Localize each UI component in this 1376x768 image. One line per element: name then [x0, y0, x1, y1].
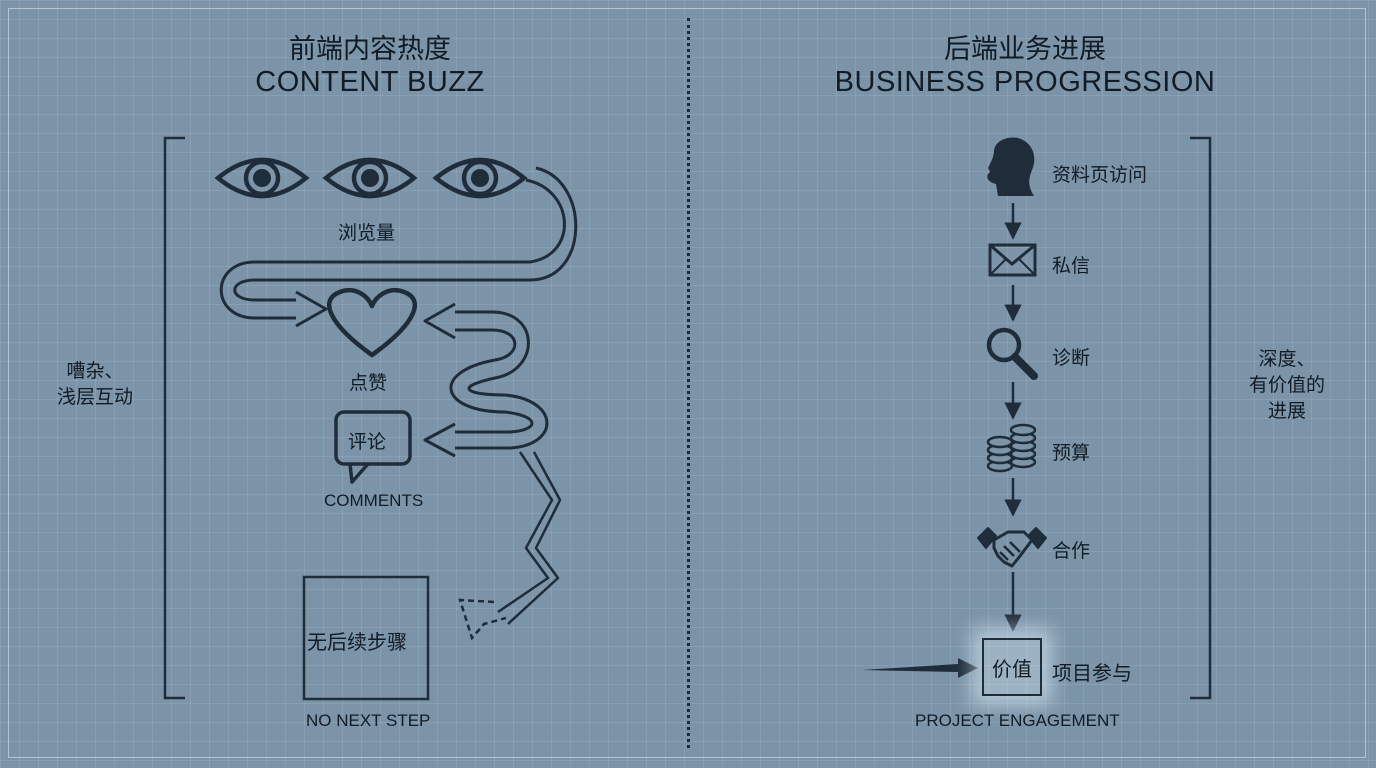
broken-arrow: [497, 451, 562, 625]
value-box: 价值: [982, 638, 1042, 696]
right-side-note-line: 有价值的: [1248, 374, 1325, 396]
step-label-profile-visit: 资料页访问: [1052, 164, 1148, 186]
left-bracket: [163, 136, 185, 700]
left-title-en: CONTENT BUZZ: [255, 66, 485, 98]
step-label-private-message: 私信: [1052, 255, 1091, 277]
right-side-note-line: 深度、: [1258, 348, 1316, 370]
right-title: 后端业务进展 BUSINESS PROGRESSION: [800, 34, 1250, 98]
views-label: 浏览量: [338, 222, 396, 244]
flow-band-to-heart-left: [423, 302, 549, 458]
step-label-diagnosis: 诊断: [1052, 347, 1091, 369]
right-title-en: BUSINESS PROGRESSION: [834, 66, 1216, 98]
head-profile-icon: [987, 137, 1035, 196]
magnifier-icon: [986, 327, 1038, 380]
left-title: 前端内容热度 CONTENT BUZZ: [180, 34, 560, 98]
outer-frame: [8, 8, 1366, 758]
center-divider: [687, 18, 690, 748]
right-side-note: 深度、 有价值的 进展: [1232, 346, 1342, 424]
right-side-note-line: 进展: [1267, 400, 1306, 422]
project-engagement-en: PROJECT ENGAGEMENT: [915, 711, 1120, 730]
incoming-arrow: [862, 658, 978, 678]
comment-bubble-icon: [334, 410, 412, 484]
left-side-note-line: 浅层互动: [56, 386, 133, 408]
step-label-budget: 预算: [1052, 442, 1091, 464]
right-title-zh: 后端业务进展: [944, 34, 1106, 65]
envelope-icon: [988, 243, 1037, 277]
right-bracket: [1190, 136, 1212, 700]
step-label-cooperation: 合作: [1052, 540, 1091, 562]
coin-stacks-icon: [986, 423, 1037, 473]
no-next-step-box: [302, 575, 430, 701]
eye-icon: [322, 157, 418, 199]
handshake-icon: [977, 527, 1047, 568]
eye-icon: [214, 157, 310, 199]
left-title-zh: 前端内容热度: [289, 34, 451, 65]
flow-band-to-likes: [219, 166, 578, 328]
left-side-note: 嘈杂、 浅层互动: [40, 358, 150, 410]
comments-label: COMMENTS: [324, 491, 424, 510]
no-next-step-box-text: 无后续步骤: [307, 630, 407, 654]
comment-bubble-text: 评论: [348, 431, 387, 453]
left-side-note-line: 嘈杂、: [66, 360, 124, 382]
no-next-step-label: NO NEXT STEP: [306, 711, 431, 730]
dashed-arrowhead: [458, 598, 507, 641]
eye-icon: [432, 157, 528, 199]
likes-label: 点赞: [349, 372, 388, 394]
heart-icon: [327, 288, 417, 358]
project-engagement-label: 项目参与: [1052, 661, 1132, 685]
